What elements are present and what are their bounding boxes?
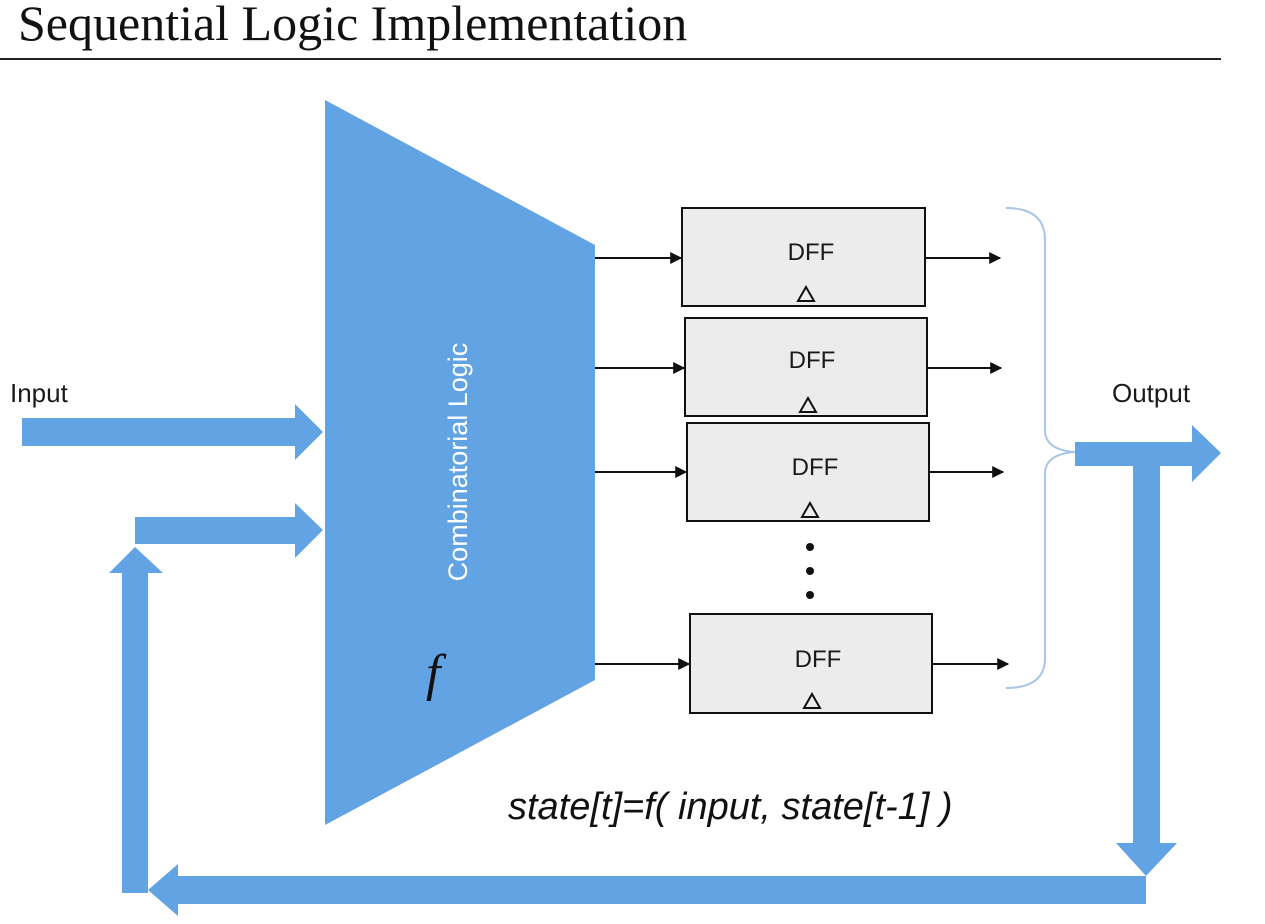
ellipsis-dot-2 <box>806 567 814 575</box>
output-label: Output <box>1112 378 1191 408</box>
output-bracket <box>1005 207 1076 689</box>
title-rule <box>0 58 1221 60</box>
state-equation: state[t]=f( input, state[t-1] ) <box>508 786 953 828</box>
ellipsis-dot-3 <box>806 591 814 599</box>
feedback-vertical-up-arrow <box>109 547 163 893</box>
combinatorial-logic-label: Combinatorial Logic <box>443 343 473 582</box>
register-1-label: DFF <box>788 239 835 266</box>
feedback-bottom-arrow <box>148 864 1146 916</box>
register-4: DFF <box>595 613 1010 714</box>
input-label: Input <box>10 378 69 408</box>
ellipsis-dot-1 <box>806 543 814 551</box>
slide-title: Sequential Logic Implementation <box>18 0 688 51</box>
register-2: DFF <box>595 317 1003 417</box>
register-3: DFF <box>595 422 1005 522</box>
register-4-label: DFF <box>795 646 842 673</box>
register-1: DFF <box>595 207 1002 307</box>
output-arrow <box>1075 425 1221 482</box>
feedback-input-arrow <box>135 503 323 558</box>
register-3-label: DFF <box>792 454 839 481</box>
register-4-clock-icon <box>802 691 822 709</box>
register-2-clock-icon <box>798 395 818 413</box>
combinatorial-logic-block <box>325 100 595 825</box>
feedback-down-arrow <box>1116 458 1177 876</box>
register-1-clock-icon <box>796 284 816 302</box>
register-3-clock-icon <box>800 500 820 518</box>
input-arrow <box>22 404 323 460</box>
register-2-label: DFF <box>789 347 836 374</box>
